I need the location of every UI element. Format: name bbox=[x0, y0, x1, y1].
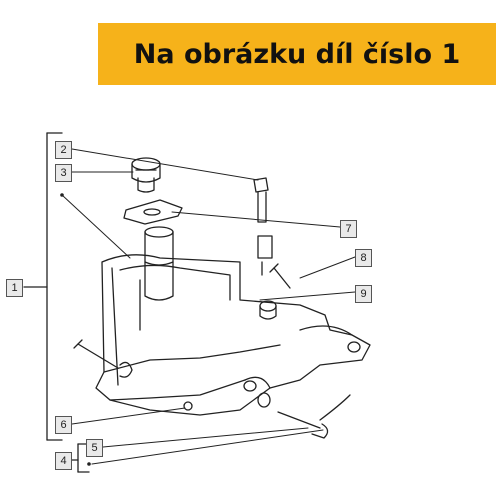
leader-lines bbox=[61, 148, 356, 465]
callout-6: 6 bbox=[55, 416, 72, 434]
screws-drawing bbox=[73, 263, 351, 439]
callout-4: 4 bbox=[55, 452, 72, 470]
level-sensor-drawing bbox=[253, 177, 273, 276]
title-text: Na obrázku díl číslo 1 bbox=[133, 38, 461, 70]
callout-9: 9 bbox=[355, 285, 372, 303]
callout-7: 7 bbox=[340, 220, 357, 238]
part-1-bracket bbox=[23, 132, 63, 441]
callout-5: 5 bbox=[86, 439, 103, 457]
callout-2: 2 bbox=[55, 141, 72, 159]
callout-8: 8 bbox=[355, 249, 372, 267]
filler-cap-drawing bbox=[131, 157, 161, 193]
callout-1: 1 bbox=[6, 279, 23, 297]
title-banner: Na obrázku díl číslo 1 bbox=[98, 23, 496, 85]
callout-3: 3 bbox=[55, 164, 72, 182]
tank-body-drawing bbox=[95, 199, 371, 416]
